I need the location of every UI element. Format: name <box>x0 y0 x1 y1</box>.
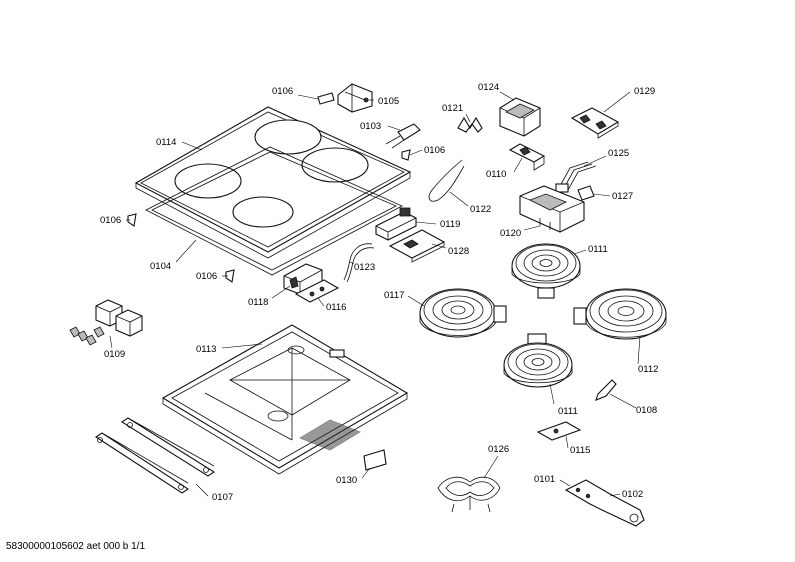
label-0124: 0124 <box>478 82 499 93</box>
mounting-rails-part <box>95 417 216 494</box>
label-0125: 0125 <box>608 148 629 159</box>
terminal-block-0119-part <box>375 207 417 241</box>
label-0130: 0130 <box>336 475 357 486</box>
label-0120: 0120 <box>500 228 521 239</box>
switch-board-0128-part <box>388 229 446 263</box>
label-0115: 0115 <box>570 445 590 456</box>
label-0116: 0116 <box>326 302 346 313</box>
terminal-set-0109-part <box>69 299 143 346</box>
label-0117: 0117 <box>384 290 404 301</box>
terminal-strip-0116-part <box>294 279 340 303</box>
label-0104: 0104 <box>150 261 171 272</box>
label-0122: 0122 <box>470 204 491 215</box>
bracket-0108-part <box>595 379 617 401</box>
bottom-pan-part <box>161 324 409 475</box>
document-id-footer: 58300000105602 aet 000 b 1/1 <box>6 541 146 552</box>
switch-housing-0120-part <box>519 185 585 233</box>
label-0113: 0113 <box>196 344 216 355</box>
bracket-0115-part <box>536 421 582 441</box>
label-0106: 0106 <box>272 86 293 97</box>
label-0112: 0112 <box>638 364 658 375</box>
label-0109: 0109 <box>104 349 125 360</box>
label-0111: 0111 <box>588 244 608 255</box>
label-0103: 0103 <box>360 121 381 132</box>
label-0127: 0127 <box>612 191 633 202</box>
terminal-board-0129-part <box>570 107 620 139</box>
label-0106: 0106 <box>196 271 217 282</box>
wire-0122-part <box>428 159 465 202</box>
label-0128: 0128 <box>448 246 469 257</box>
control-box-0124-part <box>499 97 541 137</box>
label-0108: 0108 <box>636 405 657 416</box>
part-labels: 0106 0105 0121 0124 0129 0114 0103 0106 … <box>100 82 658 503</box>
glass-cooktop-part <box>134 106 412 259</box>
label-0121: 0121 <box>442 103 463 114</box>
label-0119: 0119 <box>440 219 460 230</box>
plug-0127-part <box>577 185 595 201</box>
label-0123: 0123 <box>354 262 375 273</box>
knob-bracket-0102-part <box>564 479 645 527</box>
heating-element-0112-part <box>573 288 667 340</box>
label-0114: 0114 <box>156 137 176 148</box>
label-0107: 0107 <box>212 492 233 503</box>
label-0129: 0129 <box>634 86 655 97</box>
frame-seal-part <box>145 146 403 276</box>
label-0110: 0110 <box>486 169 506 180</box>
heating-element-0117-part <box>419 288 507 338</box>
connector-0110-part <box>508 143 546 171</box>
label-0105: 0105 <box>378 96 399 107</box>
label-0106: 0106 <box>424 145 445 156</box>
heating-element-0111-top-part <box>511 243 581 299</box>
bracket-0103-part <box>385 123 421 149</box>
heating-element-0111-bottom-part <box>503 333 573 388</box>
wire-harness-0125-part <box>555 161 597 193</box>
label-0106: 0106 <box>100 215 121 226</box>
rating-plate-0130-part <box>363 449 387 471</box>
label-0102: 0102 <box>622 489 643 500</box>
leader-lines <box>109 91 641 497</box>
spring-clip-part <box>457 116 483 133</box>
bracket-0105-part <box>337 83 373 113</box>
label-0126: 0126 <box>488 444 509 455</box>
label-0118: 0118 <box>248 297 268 308</box>
coil-element-0126-part <box>437 476 501 513</box>
wire-0123-part <box>343 243 375 283</box>
label-0111: 0111 <box>558 406 578 417</box>
label-0101: 0101 <box>534 474 555 485</box>
